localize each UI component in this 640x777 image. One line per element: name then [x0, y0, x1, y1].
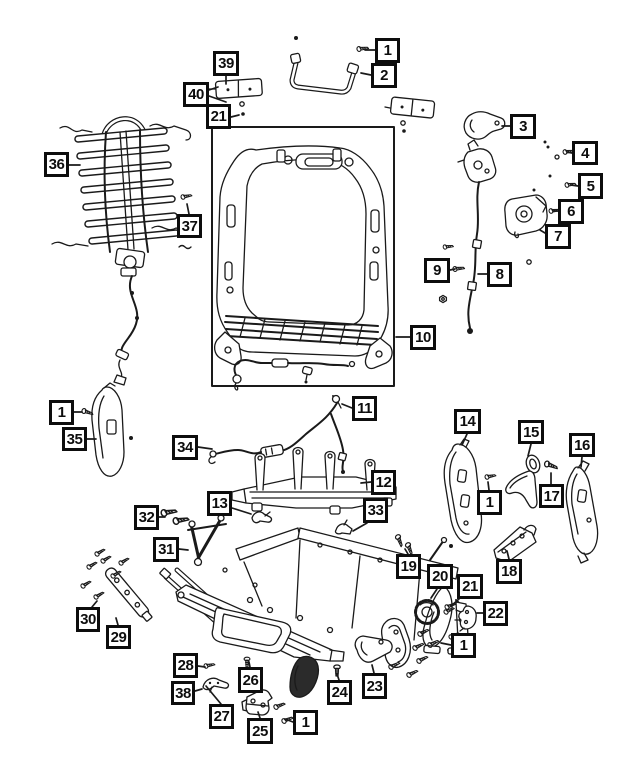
- callout-box-22[interactable]: 22: [483, 601, 508, 626]
- callout-box-39[interactable]: 39: [213, 51, 239, 76]
- callout-box-29[interactable]: 29: [106, 625, 131, 649]
- callout-box-40[interactable]: 40: [183, 82, 209, 107]
- callout-box-27[interactable]: 27: [209, 704, 234, 729]
- callout-box-19[interactable]: 19: [396, 554, 421, 579]
- seat-latch-18-drawing: [493, 524, 537, 563]
- callout-box-25[interactable]: 25: [247, 718, 273, 744]
- callout-box-15[interactable]: 15: [518, 420, 544, 444]
- callout-box-28[interactable]: 28: [173, 653, 198, 678]
- callout-box-1-bottom-right[interactable]: 1: [451, 633, 476, 658]
- seat-back-frame-panel-drawing: [211, 126, 395, 391]
- cushion-frame-drawing: [159, 514, 469, 698]
- callout-box-30[interactable]: 30: [76, 607, 100, 632]
- callout-box-1-top-right[interactable]: 1: [375, 38, 400, 63]
- callout-box-26[interactable]: 26: [238, 667, 263, 693]
- recline-release-cable-drawing: [208, 394, 348, 474]
- callout-box-38[interactable]: 38: [171, 681, 195, 705]
- callout-box-24[interactable]: 24: [327, 680, 352, 705]
- armrest-bracket-drawing: [333, 617, 412, 677]
- callout-box-1-mid-right[interactable]: 1: [477, 490, 502, 515]
- callout-box-4[interactable]: 4: [572, 141, 598, 165]
- callout-box-6[interactable]: 6: [558, 199, 584, 224]
- callout-box-13[interactable]: 13: [207, 491, 232, 516]
- callout-box-3[interactable]: 3: [510, 114, 536, 139]
- screws-32-drawing: [159, 505, 190, 526]
- seat-back-bracket-right-drawing: [384, 96, 436, 133]
- callout-box-8[interactable]: 8: [487, 262, 512, 287]
- seat-back-bracket-left-drawing: [208, 77, 263, 116]
- callout-box-37[interactable]: 37: [177, 214, 202, 238]
- side-shield-left-drawing: [81, 382, 133, 477]
- callout-box-11[interactable]: 11: [352, 396, 377, 421]
- callout-box-23[interactable]: 23: [362, 673, 387, 699]
- rail-bracket-29-drawing: [104, 567, 153, 622]
- side-shield-16-drawing: [565, 460, 599, 564]
- callout-box-32[interactable]: 32: [134, 505, 159, 530]
- callout-box-14[interactable]: 14: [454, 409, 481, 434]
- callout-box-17[interactable]: 17: [539, 484, 564, 508]
- callout-box-35[interactable]: 35: [62, 427, 87, 451]
- callout-box-20[interactable]: 20: [427, 564, 453, 589]
- callout-box-1-left[interactable]: 1: [49, 400, 74, 425]
- recliner-handle-15-drawing: [505, 454, 560, 509]
- bottom-small-parts-drawing: [202, 656, 294, 725]
- callout-box-9[interactable]: 9: [424, 258, 450, 283]
- latch-and-cable-drawing: [438, 111, 577, 334]
- callout-box-18[interactable]: 18: [496, 559, 522, 584]
- callout-box-12[interactable]: 12: [371, 470, 396, 495]
- callout-leader-lines: [68, 49, 583, 723]
- recliner-gear-drawing: [387, 533, 477, 679]
- callout-box-2[interactable]: 2: [371, 63, 397, 88]
- side-shield-14-drawing: [443, 438, 497, 548]
- callout-box-1-bottom-center[interactable]: 1: [293, 710, 318, 735]
- callout-box-21-top[interactable]: 21: [206, 104, 231, 129]
- callout-box-10[interactable]: 10: [410, 325, 436, 350]
- callout-box-34[interactable]: 34: [172, 435, 198, 460]
- callout-box-7[interactable]: 7: [545, 224, 571, 249]
- callout-box-33[interactable]: 33: [363, 498, 388, 523]
- callout-box-31[interactable]: 31: [153, 537, 179, 562]
- lumbar-suspension-drawing: [51, 116, 193, 386]
- callout-box-5[interactable]: 5: [578, 173, 603, 199]
- callout-box-36[interactable]: 36: [44, 152, 69, 177]
- callout-box-16[interactable]: 16: [569, 433, 595, 457]
- headrest-adjust-handle-drawing: [289, 36, 370, 95]
- callout-box-21-bottom[interactable]: 21: [457, 574, 483, 599]
